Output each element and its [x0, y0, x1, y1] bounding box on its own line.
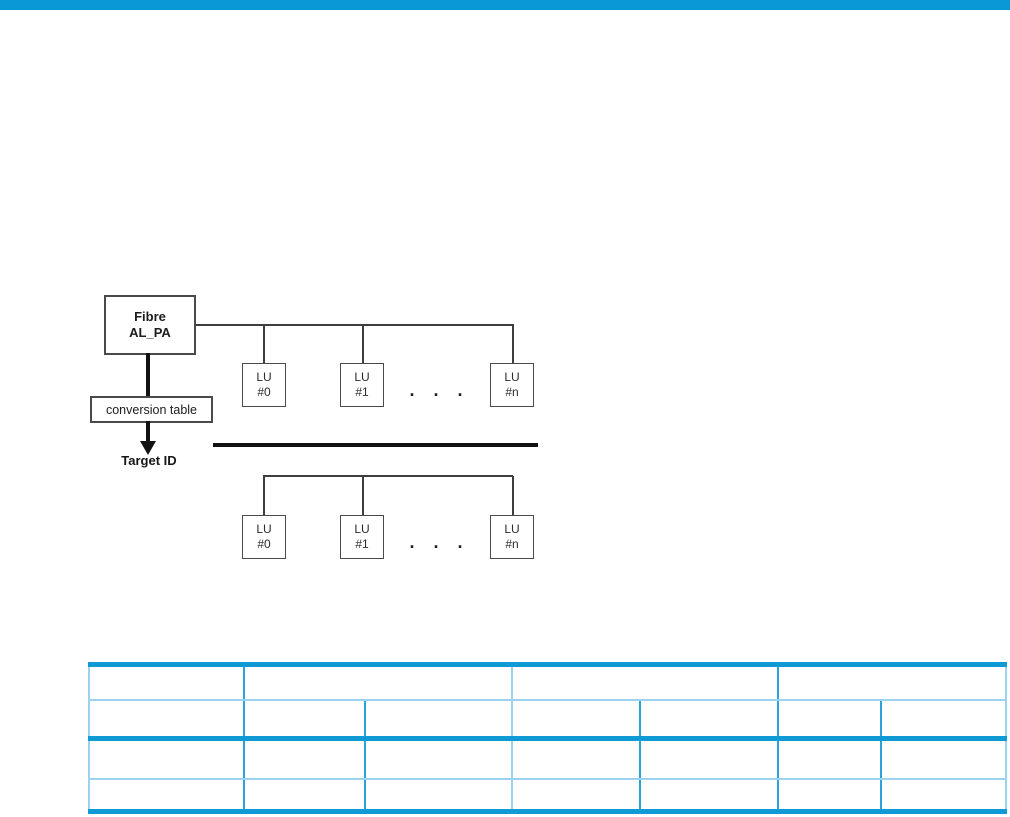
fibre-alpa-box: Fibre AL_PA [104, 295, 196, 355]
lun-drop-line-top [512, 325, 514, 363]
table-hline-row2 [88, 736, 1007, 741]
lun-drop-line-bottom [512, 476, 514, 515]
lu-label: LU [256, 370, 272, 384]
arrow-shaft-lower [146, 421, 150, 443]
loop-bus-line [213, 443, 538, 447]
fibre-trunk-line [196, 324, 514, 326]
table-hline-row3 [88, 778, 1007, 780]
lu1-drop-line-bottom [362, 476, 364, 515]
arrow-shaft-upper [146, 353, 150, 398]
lu1-drop-line-top [362, 325, 364, 363]
conversion-table-label: conversion table [105, 402, 198, 417]
ellipsis-dots-top: . . . [409, 380, 463, 400]
lu-number: #1 [355, 537, 369, 551]
fibre-box-line2: AL_PA [129, 325, 171, 340]
lu-box-top-n: LU #n [490, 363, 534, 407]
lu-box-bottom-n: LU #n [490, 515, 534, 559]
lu-number: #n [505, 537, 519, 551]
lu0-drop-line-bottom [263, 476, 265, 515]
table-top-border [88, 662, 1007, 667]
lu-box-bottom-1: LU #1 [340, 515, 384, 559]
lu-label: LU [504, 522, 520, 536]
lu0-drop-line-top [263, 325, 265, 363]
table-vline-col6 [880, 699, 882, 814]
table-vline-col2 [364, 699, 366, 814]
lu-label: LU [354, 370, 370, 384]
fibre-box-line1: Fibre [134, 309, 166, 324]
conversion-table-box: conversion table [90, 396, 213, 423]
lu-label: LU [256, 522, 272, 536]
lu-number: #n [505, 385, 519, 399]
down-arrow-icon [140, 441, 156, 455]
table-vline-col4 [639, 699, 641, 814]
top-accent-bar [0, 0, 1010, 10]
table-hline-row1 [88, 699, 1007, 701]
lu-label: LU [504, 370, 520, 384]
lu-number: #0 [257, 537, 271, 551]
bottom-connector-line [263, 475, 513, 477]
lu-box-top-1: LU #1 [340, 363, 384, 407]
lu-box-top-0: LU #0 [242, 363, 286, 407]
lu-number: #1 [355, 385, 369, 399]
ellipsis-dots-bottom: . . . [409, 532, 463, 552]
lu-label: LU [354, 522, 370, 536]
lun-mapping-table [88, 662, 1007, 814]
table-bottom-border [88, 809, 1007, 814]
lu-box-bottom-0: LU #0 [242, 515, 286, 559]
target-id-label: Target ID [121, 453, 177, 468]
lu-number: #0 [257, 385, 271, 399]
